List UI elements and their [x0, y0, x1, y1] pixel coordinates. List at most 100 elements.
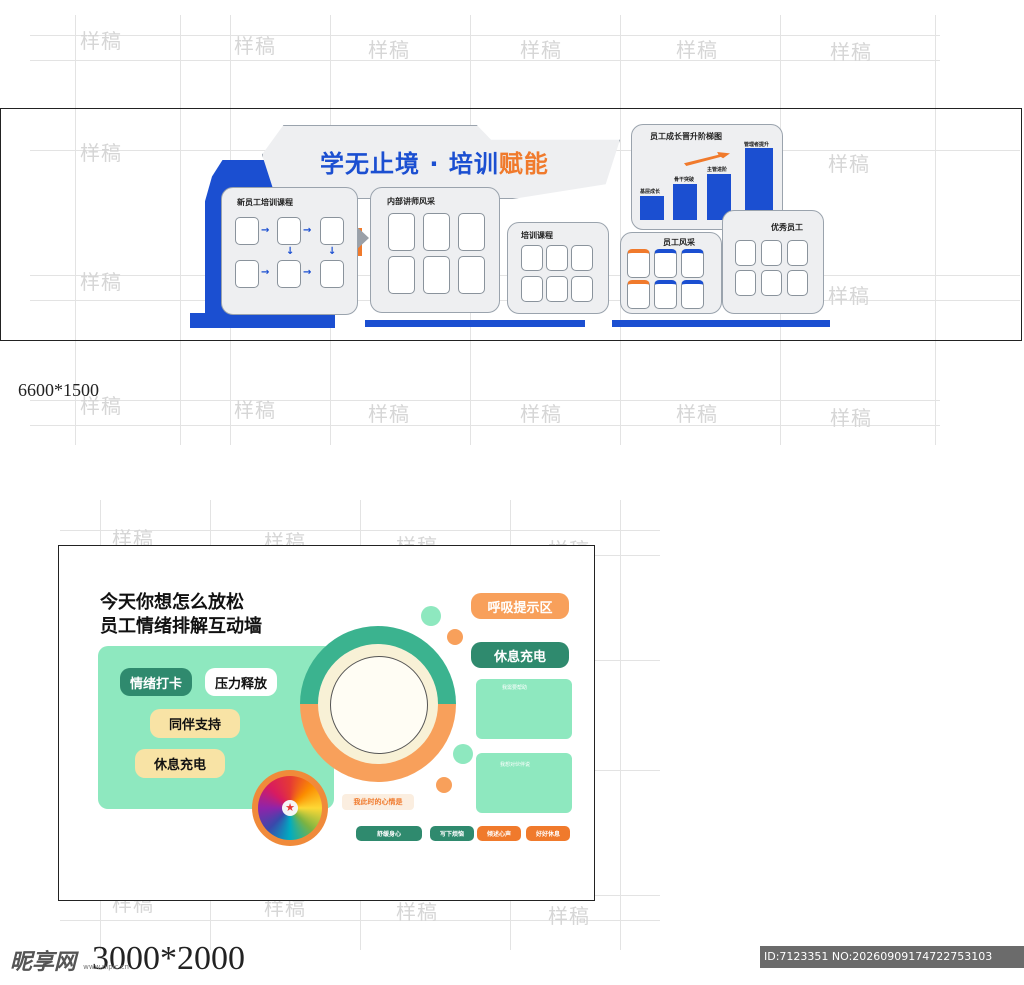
lecturer-photo — [388, 213, 415, 251]
arrow-down-icon: ↓ — [286, 246, 295, 257]
lecturer-photo — [423, 256, 450, 294]
course-slot — [235, 260, 259, 288]
watermark: 样稿 — [234, 398, 276, 422]
staff-card — [654, 280, 677, 309]
staff-card — [681, 280, 704, 309]
ladder-bar — [640, 196, 664, 220]
btn-mood-checkin[interactable]: 情绪打卡 — [120, 668, 192, 696]
site-logo-text: 昵享网 — [10, 950, 77, 975]
staff-card — [627, 280, 650, 309]
site-logo: 昵享网 www.nipic.cn — [10, 944, 129, 976]
course-card — [546, 276, 568, 302]
ladder-step-label: 基层成长 — [640, 189, 661, 195]
btn-stress-release[interactable]: 压力释放 — [205, 668, 277, 696]
tag-write-worries[interactable]: 写下烦恼 — [430, 826, 474, 841]
panel-courses-title: 培训课程 — [521, 231, 553, 240]
bubble-mint — [421, 606, 441, 626]
watermark: 样稿 — [676, 38, 718, 62]
panel-staff-style-title: 员工风采 — [663, 238, 695, 247]
arrow-right-icon: → — [303, 267, 312, 278]
wall1-frame — [0, 108, 1022, 341]
ladder-step-label: 管理者提升 — [744, 142, 770, 148]
staff-card — [681, 249, 704, 278]
mood-wheel[interactable]: ★ — [252, 770, 328, 846]
excellent-photo — [761, 240, 782, 266]
lecturer-photo — [388, 256, 415, 294]
image-id-bar: ID:7123351 NO:20260909174722753103 — [760, 946, 1024, 968]
watermark: 样稿 — [234, 34, 276, 58]
ladder-step-label: 骨干突破 — [674, 177, 695, 183]
help-note-label: 我需要帮助 — [502, 685, 528, 691]
site-logo-url: www.nipic.cn — [83, 963, 129, 971]
ladder-bar — [673, 184, 697, 220]
btn-breath-zone[interactable]: 呼吸提示区 — [471, 593, 569, 619]
wall1-main-title: 学无止境 · 培训赋能 — [320, 144, 549, 179]
excellent-photo — [735, 240, 756, 266]
excellent-photo — [787, 270, 808, 296]
arrow-right-icon: → — [261, 225, 270, 236]
bubble-orange — [436, 777, 452, 793]
watermark: 样稿 — [830, 40, 872, 64]
panel-lecturers-title: 内部讲师风采 — [387, 197, 435, 206]
panel-new-staff — [221, 187, 358, 315]
wheel-center-star-icon: ★ — [282, 800, 298, 816]
excellent-photo — [761, 270, 782, 296]
ladder-step-label: 主管进阶 — [707, 167, 728, 173]
wall2-title-line1: 今天你想怎么放松 — [100, 592, 244, 613]
watermark: 样稿 — [368, 402, 410, 426]
course-slot — [277, 260, 301, 288]
wall1-size-label: 6600*1500 — [18, 380, 99, 400]
ladder-bar — [745, 148, 773, 220]
lecturer-photo — [423, 213, 450, 251]
peer-note-label: 我想对伙伴说 — [500, 762, 531, 768]
watermark: 样稿 — [396, 900, 438, 924]
btn-peer-support[interactable]: 同伴支持 — [150, 709, 240, 738]
course-slot — [320, 260, 344, 288]
btn-rest-zone[interactable]: 休息充电 — [471, 642, 569, 668]
lecturer-photo — [458, 213, 485, 251]
course-card — [521, 245, 543, 271]
arrow-right-icon: → — [303, 225, 312, 236]
excellent-photo — [735, 270, 756, 296]
panel-excellent-title: 优秀员工 — [771, 223, 803, 232]
wall1-base-bar — [190, 313, 335, 328]
tag-rest-well[interactable]: 好好休息 — [526, 826, 570, 841]
tag-soothe[interactable]: 舒缓身心 — [356, 826, 422, 841]
watermark: 样稿 — [80, 270, 122, 294]
staff-card — [627, 249, 650, 278]
arrow-down-icon: ↓ — [328, 246, 337, 257]
watermark: 样稿 — [80, 394, 122, 418]
panel-new-staff-title: 新员工培训课程 — [237, 198, 293, 207]
course-slot — [320, 217, 344, 245]
bubble-orange — [447, 629, 463, 645]
dial-center — [330, 656, 428, 754]
arrow-right-icon: → — [261, 267, 270, 278]
tag-pour-heart[interactable]: 倾述心声 — [477, 826, 521, 841]
bubble-mint — [453, 744, 473, 764]
image-id-text: ID:7123351 NO:20260909174722753103 — [764, 950, 993, 963]
peer-note-box[interactable]: 我想对伙伴说 — [476, 753, 572, 813]
panel-ladder-title: 员工成长晋升阶梯图 — [650, 132, 722, 141]
help-note-box[interactable]: 我需要帮助 — [476, 679, 572, 739]
btn-rest-recharge[interactable]: 休息充电 — [135, 749, 225, 778]
wall2-title-line2: 员工情绪排解互动墙 — [100, 616, 262, 637]
watermark: 样稿 — [548, 904, 590, 928]
course-slot — [235, 217, 259, 245]
wall1-base-bar — [365, 320, 585, 327]
watermark: 样稿 — [520, 38, 562, 62]
watermark: 样稿 — [828, 284, 870, 308]
lecturer-photo — [458, 256, 485, 294]
watermark: 样稿 — [80, 29, 122, 53]
course-card — [546, 245, 568, 271]
course-card — [521, 276, 543, 302]
watermark: 样稿 — [80, 141, 122, 165]
main-title-orange: 赋能 — [498, 150, 549, 178]
watermark: 样稿 — [830, 406, 872, 430]
watermark: 样稿 — [676, 402, 718, 426]
course-card — [571, 245, 593, 271]
mood-prompt-label: 我此时的心情是 — [342, 794, 414, 810]
main-title-blue: 学无止境 · 培训 — [320, 150, 499, 178]
wall1-base-bar — [612, 320, 830, 327]
watermark: 样稿 — [520, 402, 562, 426]
course-slot — [277, 217, 301, 245]
